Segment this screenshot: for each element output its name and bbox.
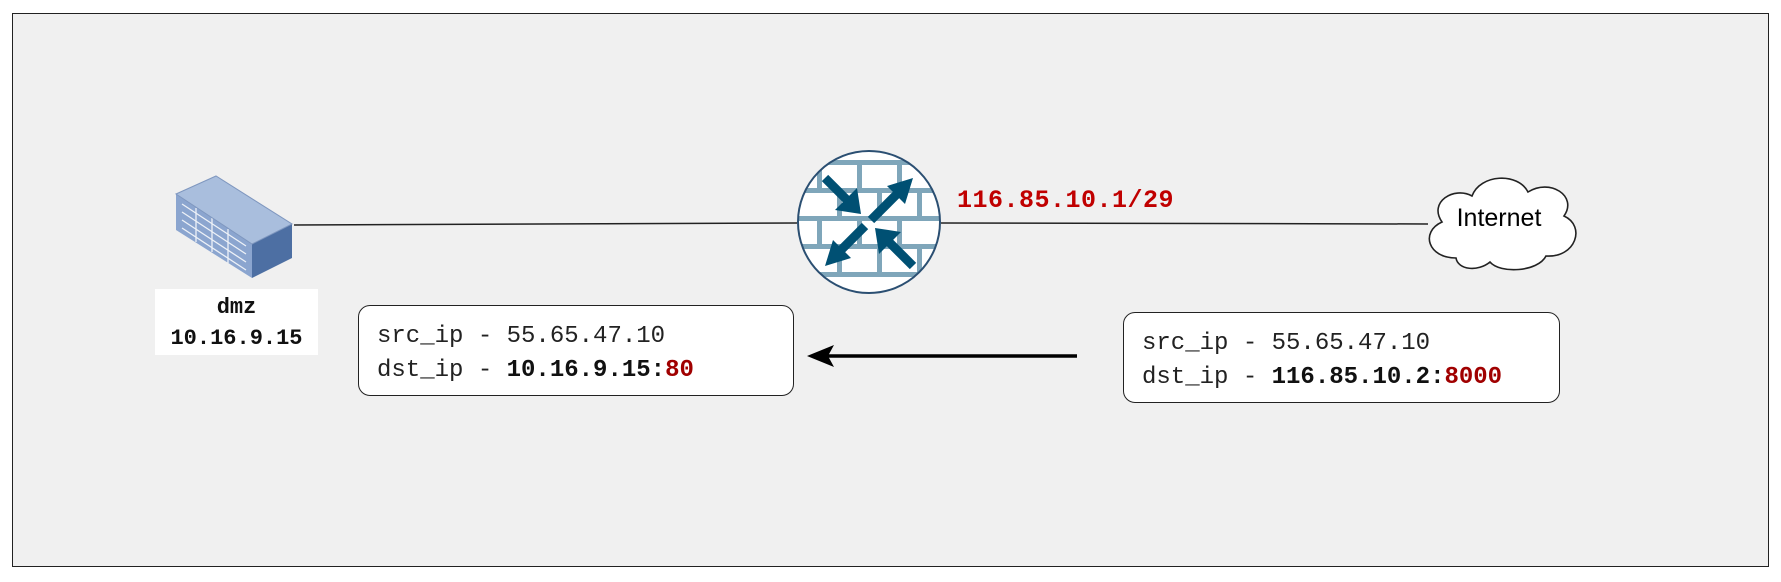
src-ip: 55.65.47.10 — [1271, 330, 1431, 357]
src-line: src_ip - 55.65.47.10 — [1142, 327, 1541, 361]
dst-sep: : — [1430, 364, 1445, 391]
src-ip: 55.65.47.10 — [506, 323, 666, 350]
firewall-icon — [797, 150, 941, 294]
link-dmz-firewall — [293, 222, 798, 226]
dst-ip: 116.85.10.2 — [1271, 364, 1431, 391]
dst-label: dst_ip - — [1142, 364, 1272, 391]
src-line: src_ip - 55.65.47.10 — [377, 320, 775, 354]
cloud-icon — [1428, 177, 1577, 271]
dst-label: dst_ip - — [377, 357, 507, 384]
dst-port: 80 — [665, 357, 694, 384]
link-firewall-internet — [940, 222, 1429, 225]
packet-box-original: src_ip - 55.65.47.10 dst_ip - 116.85.10.… — [1123, 312, 1560, 403]
dst-line: dst_ip - 10.16.9.15:80 — [377, 354, 775, 388]
server-icon — [174, 175, 294, 278]
src-label: src_ip - — [1142, 330, 1272, 357]
dst-line: dst_ip - 116.85.10.2:8000 — [1142, 361, 1541, 395]
dmz-label: dmz 10.16.9.15 — [155, 289, 318, 355]
dst-ip: 10.16.9.15 — [506, 357, 651, 384]
gateway-ip: 116.85.10.1/29 — [957, 186, 1175, 215]
arrow-left-icon — [807, 345, 1077, 367]
dst-sep: : — [650, 357, 666, 384]
internet-label: Internet — [1456, 204, 1542, 232]
packet-box-translated: src_ip - 55.65.47.10 dst_ip - 10.16.9.15… — [358, 305, 794, 396]
dmz-name: dmz — [216, 295, 257, 320]
dmz-ip: 10.16.9.15 — [170, 326, 303, 351]
dst-port: 8000 — [1444, 364, 1503, 391]
src-label: src_ip - — [377, 323, 507, 350]
